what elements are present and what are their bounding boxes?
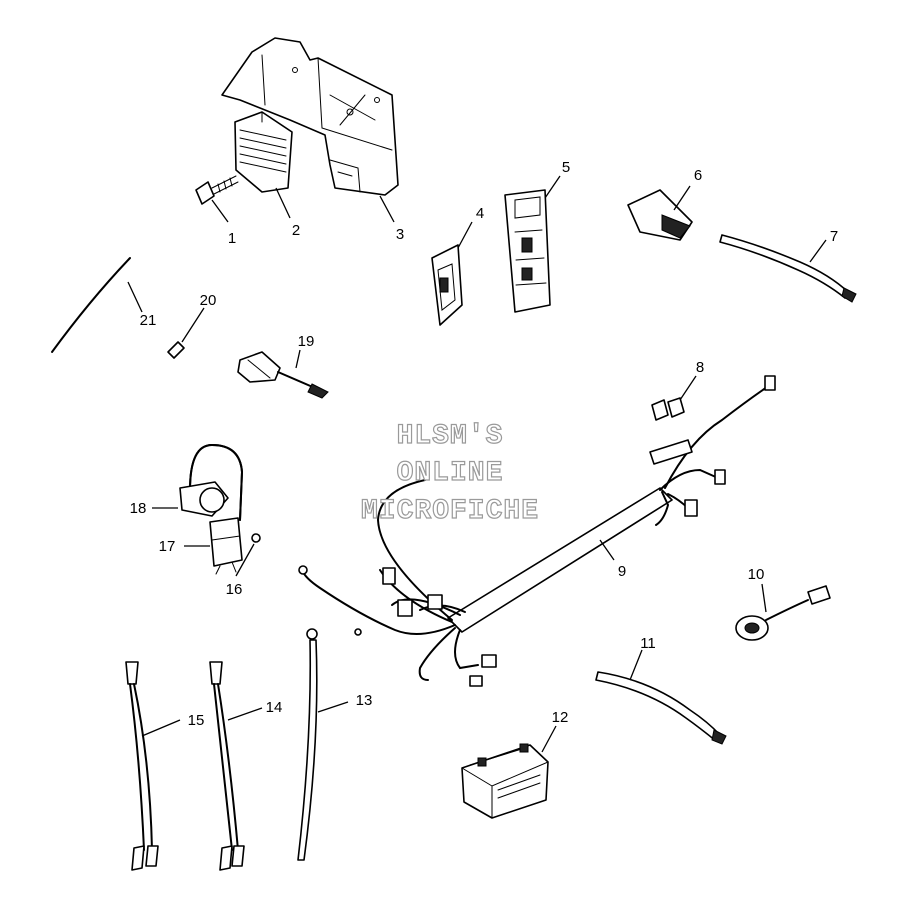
part-7-cable — [719, 234, 857, 303]
part-12-battery — [461, 743, 549, 819]
callout-21: 21 — [140, 312, 157, 329]
part-10-switch — [735, 585, 831, 641]
watermark-line-1: HLSM'S — [397, 421, 504, 452]
leader-lines — [127, 175, 827, 753]
callout-11: 11 — [640, 635, 656, 652]
part-5-fuse-block — [504, 189, 551, 313]
callout-2: 2 — [292, 222, 300, 239]
callout-10: 10 — [748, 566, 765, 583]
callout-12: 12 — [552, 709, 569, 726]
part-19-switch — [237, 351, 329, 399]
part-1-bolt — [195, 175, 239, 205]
callout-1: 1 — [228, 230, 236, 247]
callout-18: 18 — [130, 500, 147, 517]
callout-3: 3 — [396, 226, 404, 243]
part-9-main-harness — [298, 375, 776, 687]
callout-5: 5 — [562, 159, 570, 176]
part-3-bracket — [221, 37, 399, 196]
callout-16: 16 — [226, 581, 243, 598]
callout-15: 15 — [188, 712, 205, 729]
part-18-spark-plug-cap — [179, 443, 244, 521]
part-4-module — [431, 244, 463, 326]
callout-9: 9 — [618, 563, 626, 580]
part-20-clip — [167, 341, 185, 359]
callout-labels: 1 2 3 4 5 6 7 8 9 10 11 12 13 14 15 16 1… — [130, 159, 839, 729]
part-16-screw — [251, 533, 261, 543]
part-13-cable — [297, 628, 318, 861]
watermark-line-3: MICROFICHE — [361, 496, 539, 527]
part-15-lamp-lead — [125, 661, 159, 871]
part-11-cable — [595, 671, 727, 745]
watermark-line-2: ONLINE — [397, 458, 504, 489]
part-17-ignition-coil — [209, 517, 243, 575]
watermark: HLSM'S ONLINE MICROFICHE — [360, 420, 539, 527]
part-21-wire — [51, 257, 131, 353]
part-8-fuses — [651, 397, 685, 421]
callout-20: 20 — [200, 292, 217, 309]
callout-7: 7 — [830, 228, 838, 245]
callout-17: 17 — [159, 538, 176, 555]
part-2-regulator — [234, 111, 293, 193]
part-14-lamp-lead — [209, 661, 245, 871]
callout-14: 14 — [266, 699, 283, 716]
callout-13: 13 — [356, 692, 373, 709]
part-6-cap — [627, 189, 693, 241]
callout-8: 8 — [696, 359, 704, 376]
callout-4: 4 — [476, 205, 484, 222]
callout-6: 6 — [694, 167, 702, 184]
callout-19: 19 — [298, 333, 315, 350]
